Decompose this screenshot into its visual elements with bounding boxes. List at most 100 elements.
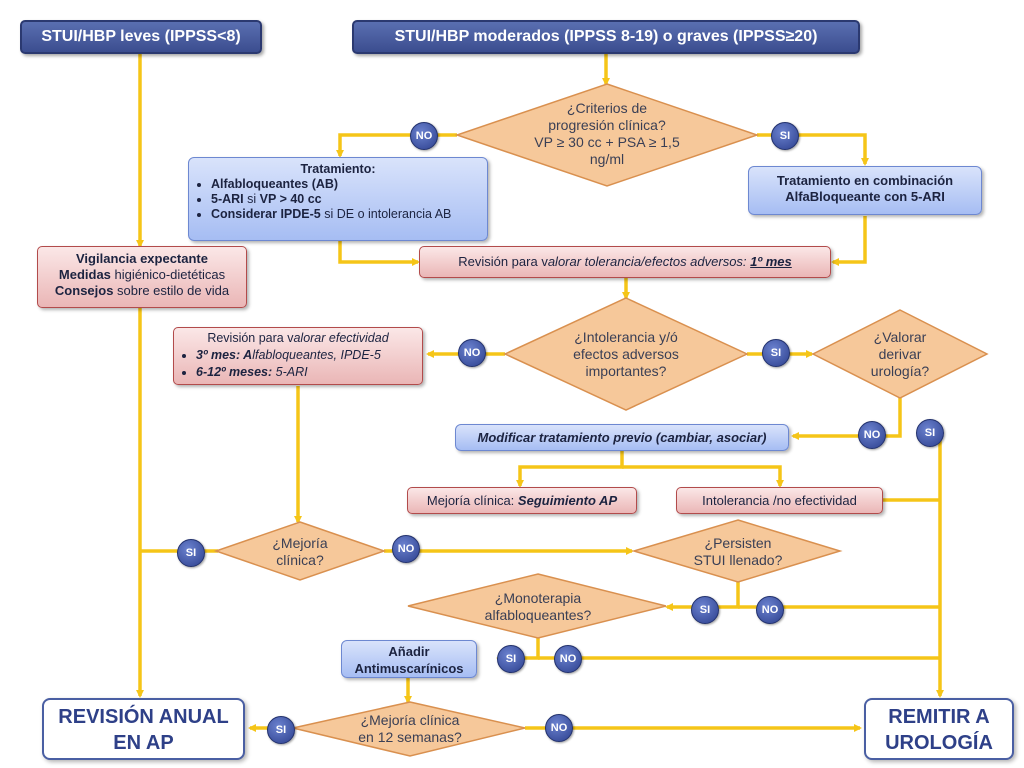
review-effect-item2: 6-12º meses: 5-ARI: [196, 364, 414, 381]
no-badge-persist: NO: [756, 596, 784, 624]
header-moderate: STUI/HBP moderados (IPPSS 8-19) o graves…: [352, 20, 860, 54]
monotherapy-line2: alfabloqueantes?: [484, 607, 592, 623]
watch-line3-rest: sobre estilo de vida: [113, 283, 230, 298]
header-moderate-text: STUI/HBP moderados (IPPSS 8-19) o graves…: [394, 28, 818, 45]
treatment-item2-a: 5-ARI: [211, 192, 244, 206]
no-label: NO: [397, 543, 415, 555]
treatment-item-ab: Alfabloqueantes (AB): [211, 177, 479, 192]
no-badge-progression: NO: [410, 122, 438, 150]
decision-monotherapy: [407, 573, 667, 639]
header-mild-text: STUI/HBP leves (IPPSS<8): [41, 28, 241, 45]
modify-box: Modificar tratamiento previo (cambiar, a…: [455, 424, 789, 451]
no-label: NO: [761, 604, 779, 616]
treatment-item-ipde5: Considerar IPDE-5 si DE o intolerancia A…: [211, 207, 479, 222]
si-badge-refer: SI: [916, 419, 944, 447]
refer-line-b: UROLOGÍA: [885, 732, 993, 754]
persist-line1: ¿Persisten: [704, 535, 772, 551]
combination-line2: AlfaBloqueante con 5-ARI: [785, 189, 945, 204]
treatment-list: Alfabloqueantes (AB) 5-ARI si VP > 40 cc…: [197, 177, 479, 222]
no-badge-improvement12: NO: [545, 714, 573, 742]
intolerance-line3: importantes?: [585, 363, 667, 379]
decision-intolerance-text: ¿Intolerancia y/ó efectos adversos impor…: [540, 329, 712, 380]
review-effect-prefix: Revisión para v: [207, 331, 294, 345]
no-label: NO: [415, 130, 433, 142]
treatment-title: Tratamiento:: [300, 162, 376, 176]
refer-line3: urología?: [870, 363, 930, 379]
no-badge-refer: NO: [858, 421, 886, 449]
decision-persist: [631, 519, 843, 583]
decision-refer-text: ¿Valorar derivar urología?: [840, 329, 960, 380]
review-effect-list: 3º mes: Alfabloqueantes, IPDE-5 6-12º me…: [182, 347, 414, 381]
si-label: SI: [770, 347, 782, 359]
watch-line2-rest: higiénico-dietéticas: [110, 267, 226, 282]
no-badge-improvement: NO: [392, 535, 420, 563]
modify-text: Modificar tratamiento previo (cambiar, a…: [477, 430, 767, 445]
decision-improvement12-text: ¿Mejoría clínica en 12 semanas?: [335, 712, 485, 746]
treatment-item3-a: Considerar IPDE-5: [211, 207, 321, 221]
review-tolerance-box: Revisión para valorar tolerancia/efectos…: [419, 246, 831, 278]
si-badge-intolerance: SI: [762, 339, 790, 367]
si-badge-progression: SI: [771, 122, 799, 150]
review-effect-item1-b: lfabloqueantes: [252, 348, 334, 362]
decision-monotherapy-text: ¿Monoterapia alfabloqueantes?: [458, 590, 618, 624]
progression-line4: ng/ml: [589, 151, 625, 167]
annual-review-box: REVISIÓN ANUAL EN AP: [42, 698, 245, 760]
improve-ap-prefix: Mejoría clínica:: [426, 493, 518, 508]
no-label: NO: [863, 429, 881, 441]
watch-line3-bold: Consejos: [54, 283, 114, 298]
intolerance-box-text: Intolerancia /no efectividad: [702, 493, 857, 508]
si-label: SI: [924, 427, 936, 439]
progression-line3: VP ≥ 30 cc + PSA ≥ 1,5: [534, 134, 680, 150]
monotherapy-line1: ¿Monoterapia: [494, 590, 582, 606]
refer-line-a: REMITIR A: [888, 706, 990, 728]
decision-persist-text: ¿Persisten STUI llenado?: [668, 535, 808, 569]
progression-line2: progresión clínica?: [548, 117, 666, 133]
si-badge-improvement: SI: [177, 539, 205, 567]
intolerance-box: Intolerancia /no efectividad: [676, 487, 883, 514]
header-mild: STUI/HBP leves (IPPSS<8): [20, 20, 262, 54]
si-label: SI: [275, 724, 287, 736]
watch-line3: Consejos sobre estilo de vida: [40, 283, 244, 299]
watch-line2: Medidas higiénico-dietéticas: [40, 267, 244, 283]
antimusc-line1: Añadir: [388, 644, 430, 659]
persist-line2: STUI llenado?: [693, 552, 783, 568]
treatment-item3-b: si DE o intolerancia AB: [320, 207, 452, 221]
treatment-item2-b: si: [243, 192, 260, 206]
treatment-item-5ari: 5-ARI si VP > 40 cc: [211, 192, 479, 207]
annual-line1: REVISIÓN ANUAL: [58, 706, 229, 728]
si-label: SI: [779, 130, 791, 142]
no-badge-monotherapy: NO: [554, 645, 582, 673]
si-label: SI: [699, 604, 711, 616]
annual-line2: EN AP: [113, 732, 174, 754]
watch-line2-bold: Medidas: [58, 267, 111, 282]
treatment-item1-text: Alfabloqueantes (AB): [211, 177, 339, 191]
intolerance-line1: ¿Intolerancia y/ó: [574, 329, 678, 345]
no-badge-intolerance: NO: [458, 339, 486, 367]
improvement-line1: ¿Mejoría: [272, 535, 328, 551]
refer-line2: derivar: [878, 346, 922, 362]
refer-urology-box: REMITIR A UROLOGÍA: [864, 698, 1014, 760]
decision-refer: [811, 309, 989, 399]
no-label: NO: [463, 347, 481, 359]
improve-ap-box: Mejoría clínica: Seguimiento AP: [407, 487, 637, 514]
si-badge-persist: SI: [691, 596, 719, 624]
combination-line1: Tratamiento en combinación: [776, 173, 954, 188]
antimusc-line2: Antimuscarínicos: [354, 661, 464, 676]
decision-improvement12: [292, 701, 526, 757]
treatment-box: Tratamiento: Alfabloqueantes (AB) 5-ARI …: [188, 157, 488, 241]
review-effect-title: Revisión para valorar efectividad: [182, 330, 414, 347]
decision-progression: [454, 83, 760, 187]
watch-line1: Vigilancia expectante: [76, 251, 208, 266]
decision-intolerance: [503, 297, 749, 411]
review-effect-item1: 3º mes: Alfabloqueantes, IPDE-5: [196, 347, 414, 364]
improvement12-line2: en 12 semanas?: [358, 729, 462, 745]
watch-box: Vigilancia expectante Medidas higiénico-…: [37, 246, 247, 308]
refer-line1: ¿Valorar: [873, 329, 927, 345]
review-effect-box: Revisión para valorar efectividad 3º mes…: [173, 327, 423, 385]
improve-ap-bold: Seguimiento AP: [517, 493, 618, 508]
review-tolerance-bold: 1º mes: [750, 254, 792, 269]
review-tolerance-italic: alorar tolerancia/efectos adversos:: [547, 254, 751, 269]
review-effect-item2-a: 6-12º meses:: [196, 365, 273, 379]
si-badge-monotherapy: SI: [497, 645, 525, 673]
